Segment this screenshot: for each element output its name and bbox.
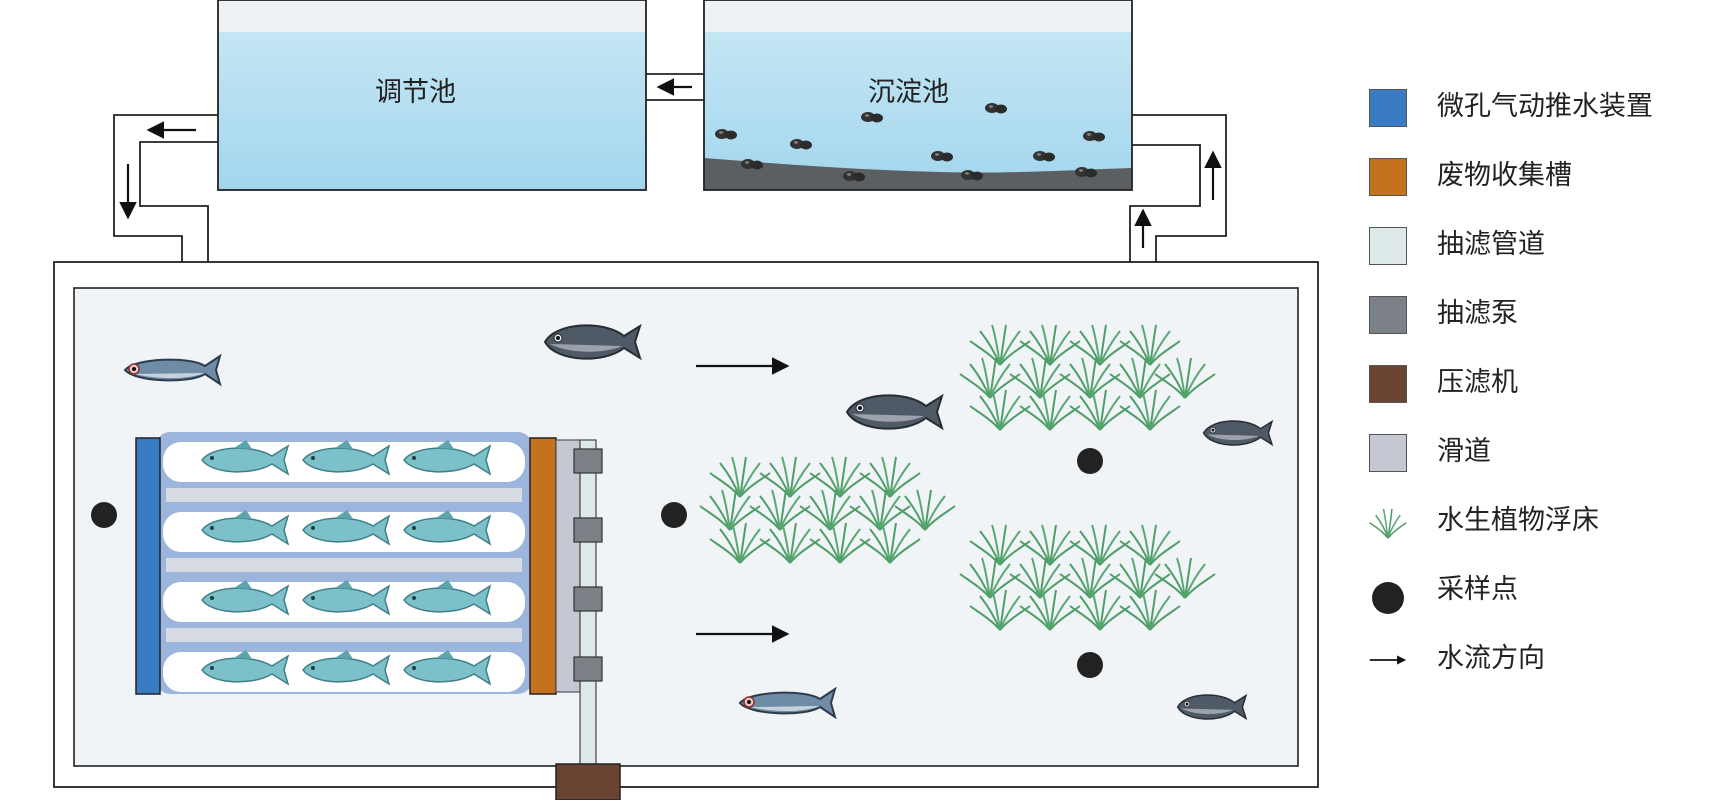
legend-item-filter-press: 压滤机: [1368, 362, 1708, 431]
legend-label: 水流方向: [1437, 643, 1545, 674]
legend-label: 微孔气动推水装置: [1437, 91, 1653, 122]
regulating-tank: [217, 0, 647, 191]
legend-label: 抽滤泵: [1437, 298, 1518, 329]
regulating-tank-label: 调节池: [375, 77, 456, 108]
lightgray-box-icon: [1369, 434, 1407, 472]
filter-press: [555, 763, 621, 801]
legend-item-flow: 水流方向: [1368, 638, 1708, 707]
sampling-point: [1077, 652, 1103, 678]
legend-item-chute: 滑道: [1368, 431, 1708, 500]
outflow-pipe: [1129, 114, 1227, 262]
legend-item-pusher: 微孔气动推水装置: [1368, 86, 1708, 155]
sampling-point: [91, 502, 117, 528]
sampling-point: [661, 502, 687, 528]
legend-label: 采样点: [1437, 574, 1518, 605]
legend-item-trough: 废物收集槽: [1368, 155, 1708, 224]
slide-chute: [555, 439, 581, 693]
raceway-culture-tank: [156, 432, 532, 694]
legend-label: 滑道: [1437, 436, 1491, 467]
legend-item-plant-bed: 水生植物浮床: [1368, 500, 1708, 569]
sedimentation-tank-label: 沉淀池: [868, 77, 949, 108]
legend-item-suction-pipe: 抽滤管道: [1368, 224, 1708, 293]
gray-box-icon: [1369, 296, 1407, 334]
flow-arrows: [119, 78, 1222, 643]
arrow-icon: [1368, 640, 1408, 680]
brown-box-icon: [1369, 365, 1407, 403]
legend-item-sampling: 采样点: [1368, 569, 1708, 638]
legend-label: 水生植物浮床: [1437, 505, 1599, 536]
legend-label: 废物收集槽: [1437, 160, 1572, 191]
waste-collection-trough: [529, 437, 557, 695]
connecting-pipe: [644, 73, 704, 101]
legend-label: 压滤机: [1437, 367, 1518, 398]
plant-icon: [1368, 502, 1408, 542]
suction-pumps: [573, 448, 603, 682]
microporous-pusher: [135, 437, 161, 695]
return-pipe: [113, 114, 218, 262]
legend: 微孔气动推水装置 废物收集槽 抽滤管道 抽滤泵 压滤机 滑道 水生植物浮床: [1368, 86, 1708, 707]
legend-item-pump: 抽滤泵: [1368, 293, 1708, 362]
pale-box-icon: [1369, 227, 1407, 265]
legend-label: 抽滤管道: [1437, 229, 1545, 260]
orange-box-icon: [1369, 158, 1407, 196]
blue-box-icon: [1369, 89, 1407, 127]
sedimentation-tank: [703, 0, 1133, 191]
dot-icon: [1372, 582, 1404, 614]
sampling-point: [1077, 448, 1103, 474]
